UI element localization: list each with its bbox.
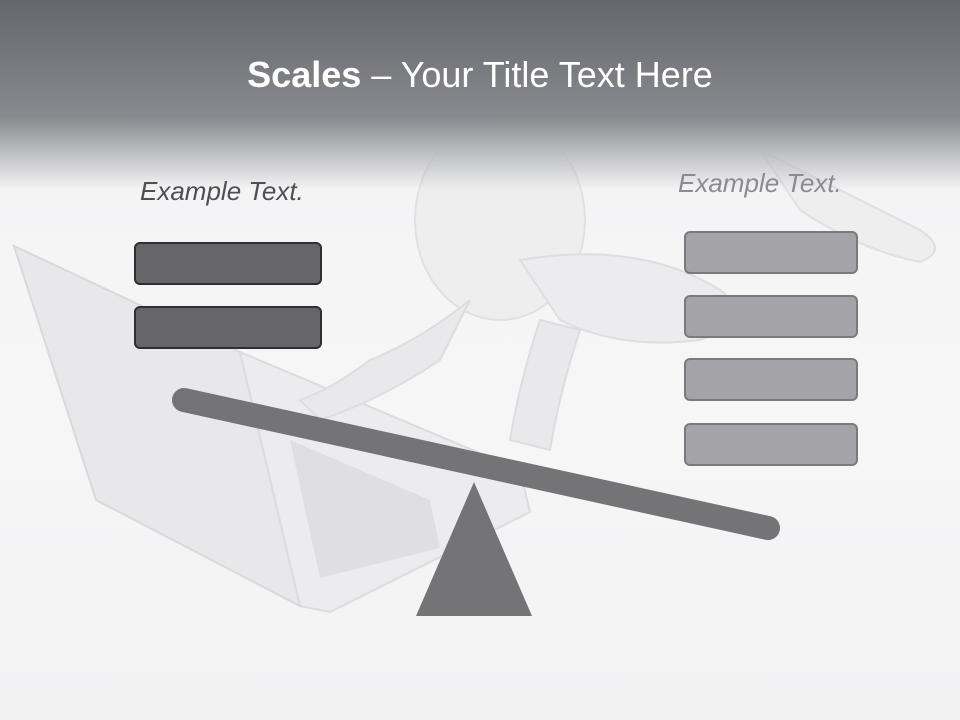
title-bold-part: Scales [247, 54, 362, 95]
figure-leg-shape [508, 318, 582, 452]
right-text-box[interactable] [684, 231, 858, 274]
right-text-box[interactable] [684, 423, 858, 466]
slide-title[interactable]: Scales – Your Title Text Here [0, 50, 960, 100]
seesaw-fulcrum [416, 482, 532, 616]
right-example-text[interactable]: Example Text. [678, 168, 842, 198]
seesaw-beam [172, 388, 780, 540]
left-example-text[interactable]: Example Text. [140, 176, 304, 206]
left-text-box[interactable] [134, 242, 322, 285]
left-text-box[interactable] [134, 306, 322, 349]
right-text-box[interactable] [684, 295, 858, 338]
header-band [0, 0, 960, 190]
right-text-box[interactable] [684, 358, 858, 401]
title-rest-part: – Your Title Text Here [361, 54, 713, 95]
laptop-keyboard-shape [290, 440, 440, 578]
figure-arm-shape [298, 299, 471, 422]
